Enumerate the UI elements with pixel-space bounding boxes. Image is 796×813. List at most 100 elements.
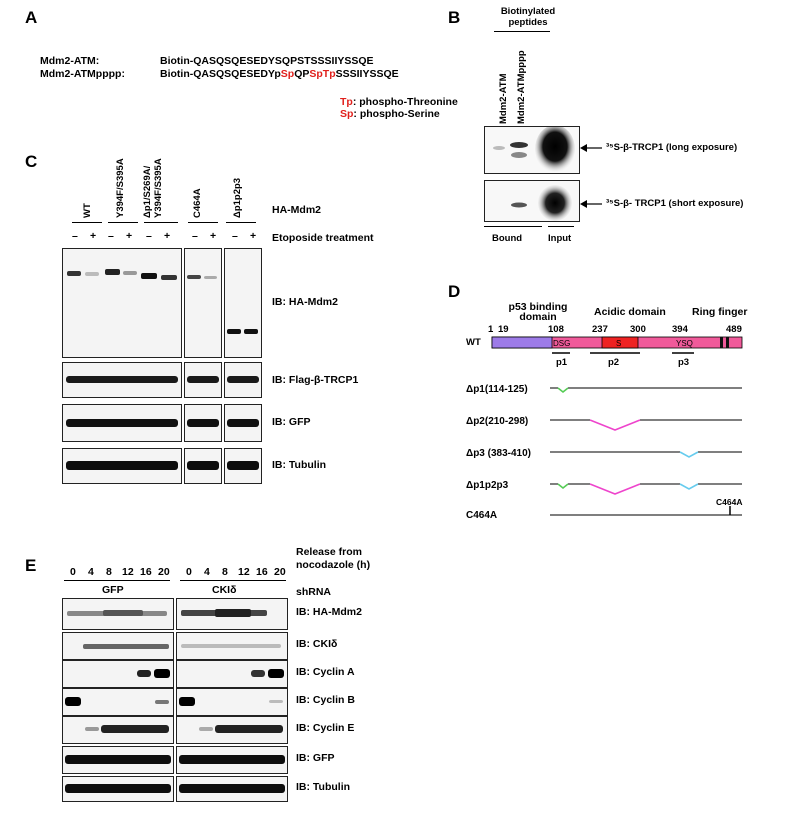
ib-label-ha-mdm2: IB: HA-Mdm2 [272,296,338,308]
blot-gfp-right [224,404,262,442]
blot-e-cyclin-a-ck1d [176,660,288,688]
blot-e-gfp-ck1d [176,746,288,774]
plus-sign: + [210,230,217,242]
blot-tubulin-mid [184,448,222,484]
group-underline [188,222,218,223]
ib-e-cyclin-e: IB: Cyclin E [296,722,355,734]
ib-e-gfp: IB: GFP [296,752,335,764]
legend-tp: Tp: phospho-Threonine [340,96,458,108]
group-label-dp1-s269a: Δp1/S269A/ Y394F/S395A [142,158,164,218]
mutant-label-dp3: Δp3 (383-410) [466,448,531,459]
peptide-2-sequence: Biotin-QASQSQESEDYpSpQPSpTpSSSIIYSSQE [160,68,399,80]
blot-tubulin-left [62,448,182,484]
blot-ha-mdm2-mid [184,248,222,358]
panel-d-label: D [448,282,461,301]
p2-label: p2 [608,357,619,368]
minus-sign: – [232,230,238,242]
position-237: 237 [592,324,608,335]
position-108: 108 [548,324,564,335]
biotinylated-peptides-header: Biotinylated peptides [500,6,556,28]
blot-e-ha-mdm2-gfp [62,598,174,630]
treatment-signs: – + – + – + – + – + [66,230,266,244]
domain-label-ring: Ring finger [692,306,748,318]
blot-e-ck1d-ck1d [176,632,288,660]
group-label-dp1p2p3: Δp1p2p3 [232,177,243,218]
header-underline [494,31,550,32]
panel-a-label: A [25,8,38,27]
autoradiograph-short-exposure [484,180,580,222]
position-489: 489 [726,324,742,335]
shrna-label: shRNA [296,586,332,598]
plus-sign: + [90,230,97,242]
shrna-ck1d-label: CKIδ [212,584,237,596]
blot-e-cyclin-b-ck1d [176,688,288,716]
mdm2-domain-diagram: 1 19 108 237 300 394 489 WT DSG S YSQ p1… [466,324,742,516]
blot-tubulin-right [224,448,262,484]
domain-label-p53: p53 binding domain [508,301,568,323]
blot-flag-btrcp1-mid [184,362,222,398]
mutant-label-dp1: Δp1(114-125) [466,384,528,395]
ib-e-ck1d: IB: CKIδ [296,638,338,650]
position-19: 19 [498,324,509,335]
plus-sign: + [164,230,171,242]
peptide-1-sequence: Biotin-QASQSQESEDYSQPSTSSSIIYSSQE [160,55,374,67]
ib-e-ha-mdm2: IB: HA-Mdm2 [296,606,362,618]
minus-sign: – [108,230,114,242]
input-bracket [548,226,574,227]
s-box: S [616,339,621,348]
position-300: 300 [630,324,646,335]
blot-flag-btrcp1-left [62,362,182,398]
ring-finger-mark [726,337,729,348]
p1-label: p1 [556,357,568,368]
ib-e-cyclin-a: IB: Cyclin A [296,666,355,678]
blot-e-cyclin-b-gfp [62,688,174,716]
ib-label-gfp: IB: GFP [272,416,311,428]
group-label-wt: WT [82,203,93,218]
group-underline [108,222,138,223]
blot-flag-btrcp1-right [224,362,262,398]
dsg-box: DSG [553,339,570,348]
minus-sign: – [72,230,78,242]
shrna-gfp-label: GFP [102,584,124,596]
plus-sign: + [126,230,133,242]
ha-mdm2-row-label: HA-Mdm2 [272,204,321,216]
mutant-label-c464a: C464A [466,510,498,521]
minus-sign: – [146,230,152,242]
p3-label: p3 [678,357,689,368]
minus-sign: – [192,230,198,242]
bound-bracket [484,226,542,227]
mutant-label-dp1p2p3: Δp1p2p3 [466,480,509,491]
ib-e-cyclin-b: IB: Cyclin B [296,694,355,706]
lane-label-mdm2-atm: Mdm2-ATM [498,73,509,124]
mutant-label-dp2: Δp2(210-298) [466,416,529,427]
peptide-2-label: Mdm2-ATMpppp: [40,68,125,80]
short-exposure-label: ³⁵S-β- TRCP1 (short exposure) [606,198,744,209]
blot-e-ck1d-gfp [62,632,174,660]
blot-ha-mdm2-left [62,248,182,358]
legend-sp: Sp: phospho-Serine [340,108,440,120]
panel-b-label: B [448,8,461,27]
blot-ha-mdm2-right [224,248,262,358]
ck1d-underline [180,580,286,581]
p53-binding-region [491,336,553,349]
long-exposure-label: ³⁵S-β-TRCP1 (long exposure) [606,142,738,153]
blot-gfp-left [62,404,182,442]
band-arrows [580,144,602,208]
peptide-1-label: Mdm2-ATM: [40,55,100,67]
group-underline [144,222,178,223]
blot-e-tubulin-ck1d [176,776,288,802]
domain-label-acidic: Acidic domain [594,306,666,318]
position-394: 394 [672,324,689,335]
ib-label-tubulin: IB: Tubulin [272,459,327,471]
blot-e-cyclin-e-gfp [62,716,174,744]
group-label-y394f: Y394F/S395A [115,158,126,218]
ysq-box: YSQ [676,339,693,348]
group-label-c464a: C464A [192,188,203,218]
panel-c-label: C [25,152,38,171]
blot-e-tubulin-gfp [62,776,174,802]
panel-e-label: E [25,556,37,575]
ib-e-tubulin: IB: Tubulin [296,781,351,793]
c464a-mark-label: C464A [716,497,742,507]
bound-label: Bound [492,233,523,244]
blot-e-cyclin-a-gfp [62,660,174,688]
